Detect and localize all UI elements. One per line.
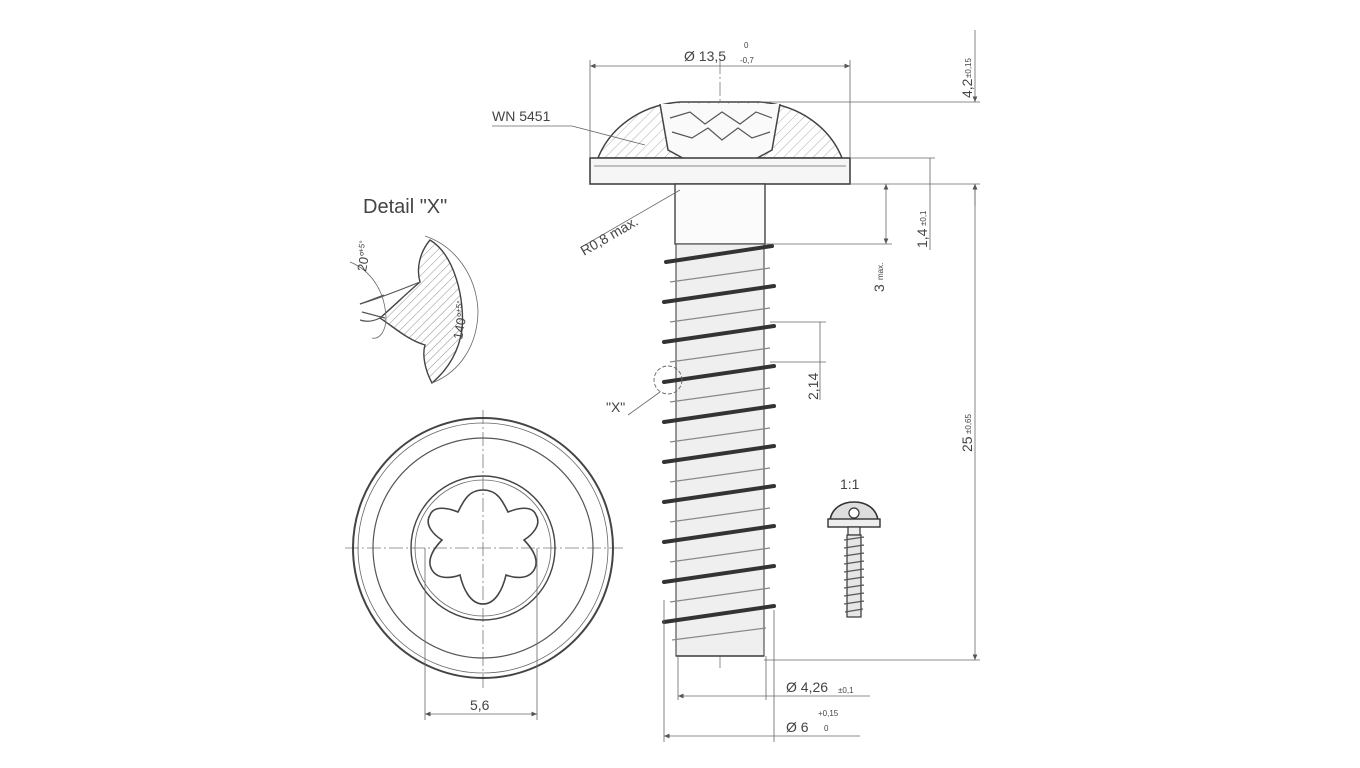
top-view-outer-circle — [352, 417, 614, 679]
top-view-recess-inner — [414, 479, 552, 617]
detail-angle-arc-140 — [424, 235, 479, 384]
detail-tip-top — [359, 294, 385, 305]
torx-recess — [427, 489, 539, 605]
detail-angle-20-label: 20° +5° — [354, 240, 372, 273]
head-height-label: 4,2 ±0,15 — [959, 57, 975, 98]
core-diameter-tol: ±0,1 — [838, 686, 854, 695]
head-dia-tol-lower: -0,7 — [740, 56, 754, 65]
svg-text:3: 3 — [871, 284, 887, 292]
top-view-recess-rim — [410, 475, 556, 621]
recess-lobes-lower — [671, 127, 771, 141]
head-diameter-label: Ø 13,5 — [684, 48, 726, 64]
thread-diameter-tol-upper: +0,15 — [818, 709, 839, 718]
screw-flange — [589, 157, 851, 185]
thread-diameter-label: Ø 6 — [786, 719, 809, 735]
recess-lobes — [669, 111, 773, 125]
detail-flank-bottom — [359, 317, 381, 322]
svg-text:+5°: +5° — [356, 240, 367, 254]
screw-underhead — [674, 183, 766, 245]
core-diameter-label: Ø 4,26 — [786, 679, 828, 695]
drive-size-label: 5,6 — [470, 697, 490, 713]
top-view-outer-chamfer — [357, 422, 609, 674]
scale-label: 1:1 — [840, 476, 860, 492]
scale-1-1-screw: 1:1 — [827, 476, 881, 618]
detail-x-leader — [627, 391, 661, 416]
radius-leader — [584, 189, 681, 246]
underhead-label: 3 max. — [871, 263, 887, 292]
svg-text:R0,8 max.: R0,8 max. — [578, 213, 641, 259]
thread-diameter-tol-lower: 0 — [824, 724, 829, 733]
mini-recess — [848, 507, 860, 519]
standard-leader — [571, 125, 646, 146]
svg-text:2,14: 2,14 — [805, 373, 821, 400]
radius-note: R0,8 max. — [578, 213, 641, 259]
top-view: 5,6 — [345, 410, 625, 720]
top-view-mid-circle — [372, 437, 594, 659]
mini-flange — [827, 518, 881, 528]
svg-text:max.: max. — [876, 263, 885, 280]
detail-angle-140-label: 140° +5° — [450, 300, 469, 341]
flange-height-label: 1,4 ±0,1 — [914, 210, 930, 248]
detail-title: Detail "X" — [363, 196, 447, 218]
svg-text:1,4: 1,4 — [914, 228, 930, 248]
head-dia-tol-upper: 0 — [744, 41, 749, 50]
standard-label: WN 5451 — [492, 108, 551, 124]
detail-x-callout-circle — [653, 365, 683, 395]
svg-text:140°: 140° — [450, 311, 469, 340]
svg-text:20°: 20° — [354, 251, 372, 273]
screw-threads — [662, 244, 776, 641]
mini-underhead — [847, 526, 861, 536]
svg-text:±0,1: ±0,1 — [919, 210, 928, 226]
side-view: WN 5451 Ø 13,5 0 -0,7 4,2 ±0,15 1,4 ±0,1… — [492, 30, 980, 742]
detail-tip-bottom — [361, 311, 386, 319]
svg-text:+5°: +5° — [454, 300, 465, 314]
pitch-label: 2,14 — [805, 373, 821, 400]
total-length-label: 25 ±0,65 — [959, 413, 975, 452]
mini-threads — [843, 534, 865, 618]
svg-text:±0,15: ±0,15 — [964, 57, 973, 78]
detail-angle-arc-20 — [349, 261, 387, 339]
svg-text:±0,65: ±0,65 — [964, 413, 973, 434]
svg-text:25: 25 — [959, 436, 975, 452]
svg-text:4,2: 4,2 — [959, 78, 975, 98]
detail-x-view: Detail "X" 20° +5° 140° +5° — [349, 196, 479, 385]
detail-thread-profile — [378, 239, 464, 385]
detail-x-ref: "X" — [606, 399, 625, 415]
